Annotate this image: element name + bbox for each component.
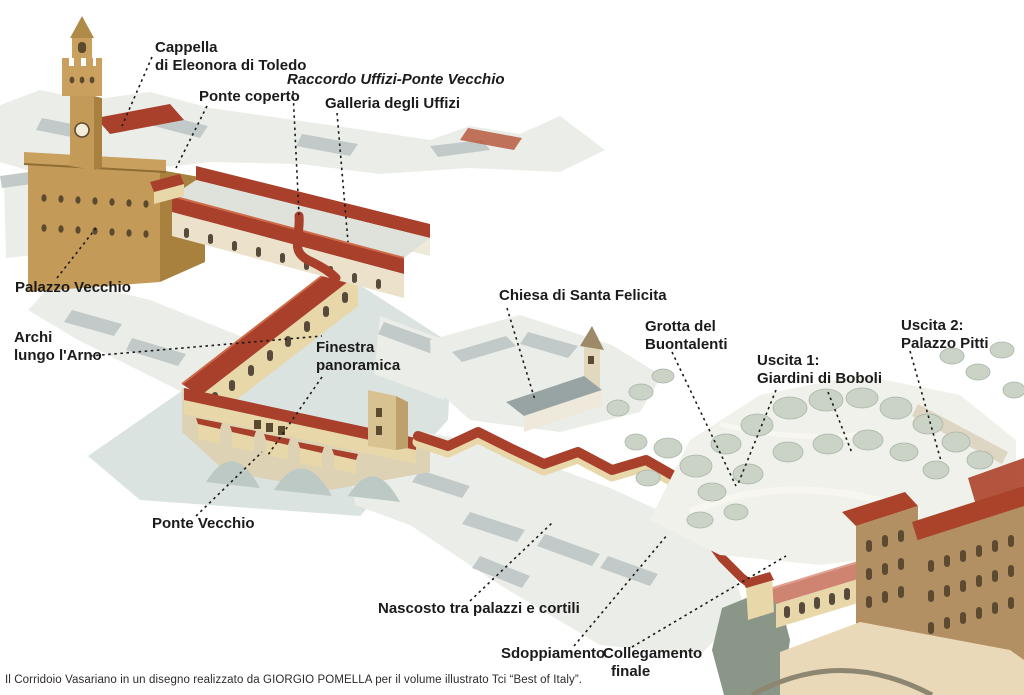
leader-grotta <box>671 351 737 487</box>
leader-archi <box>89 335 323 357</box>
label-grotta: Grotta del Buontalenti <box>645 318 728 353</box>
palazzo-vecchio-windows <box>41 194 149 238</box>
leader-uscita2 <box>909 350 942 462</box>
leader-uscita1-a <box>737 389 777 485</box>
oltrarno-city <box>350 432 745 655</box>
palazzo-pitti-building <box>750 458 1024 695</box>
corridor-end-houses <box>742 572 774 620</box>
label-chiesa: Chiesa di Santa Felicita <box>499 287 667 304</box>
raccordo-corridor <box>292 211 341 283</box>
bridge-shops <box>196 418 358 474</box>
leader-chiesa <box>506 307 536 401</box>
panoramic-windows <box>254 420 285 435</box>
label-raccordo: Raccordo Uffizi-Ponte Vecchio <box>287 71 505 88</box>
label-cappella: Cappella di Eleonora di Toledo <box>155 39 307 74</box>
uffizi-building <box>150 166 430 298</box>
label-archi: Archi lungo l'Arno <box>14 329 102 364</box>
leader-nascosto <box>469 522 553 602</box>
mannelli-tower <box>368 390 408 450</box>
pitti-forecourt <box>750 622 1024 695</box>
label-palazzo-vecchio: Palazzo Vecchio <box>15 279 131 296</box>
label-sdoppiamento: Sdoppiamento <box>501 645 606 662</box>
pitti-courtyard-garden <box>712 586 790 695</box>
bridge-corridor-roof <box>184 388 416 450</box>
leader-uscita1-b <box>827 391 853 454</box>
bridge-corridor-wall <box>184 400 416 464</box>
ponte-vecchio-bridge <box>182 388 430 502</box>
tower-clock <box>74 122 90 138</box>
leader-cappella <box>121 56 153 127</box>
label-ponte-coperto: Ponte coperto <box>199 88 300 105</box>
collegamento-arcade <box>765 561 868 628</box>
cappella-roof <box>96 104 184 134</box>
arnolfo-tower <box>62 16 102 170</box>
ponte-coperto-link <box>150 174 184 204</box>
label-uscita2: Uscita 2: Palazzo Pitti <box>901 317 989 352</box>
label-nascosto: Nascosto tra palazzi e cortili <box>378 600 580 617</box>
uffizi-arcade <box>184 228 381 289</box>
label-galleria: Galleria degli Uffizi <box>325 95 461 112</box>
amphitheatre-wall <box>750 668 934 695</box>
lungarno-corridor-arcade <box>181 261 358 428</box>
boboli-trees <box>606 341 1024 529</box>
leader-lines <box>56 56 942 648</box>
leader-raccordo <box>292 90 300 216</box>
pitti-windows <box>866 530 1014 634</box>
caption: Il Corridoio Vasariano in un disegno rea… <box>5 674 583 686</box>
label-ponte-vecchio: Ponte Vecchio <box>152 515 255 532</box>
boboli-gardens <box>606 341 1024 565</box>
label-collegamento: Collegamento finale <box>603 645 703 680</box>
south-bank-city <box>374 315 662 432</box>
santa-felicita-church <box>506 326 604 432</box>
leader-palazzo-vecchio <box>56 227 97 279</box>
bridge-arches <box>206 461 400 502</box>
label-finestra: Finestra panoramica <box>316 339 401 374</box>
label-uscita1: Uscita 1: Giardini di Boboli <box>757 352 882 387</box>
